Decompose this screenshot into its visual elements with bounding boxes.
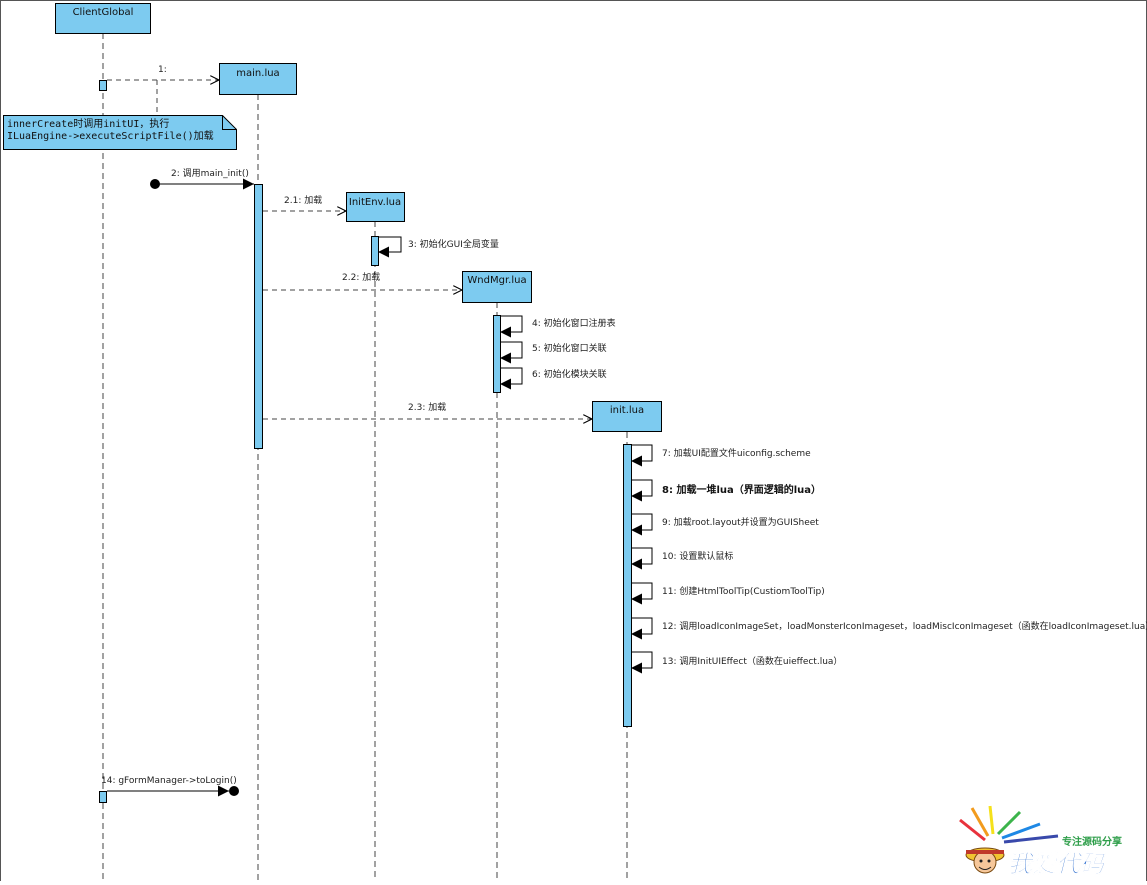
message-2[interactable]: 2: 调用main_init(): [150, 168, 254, 190]
message-label: 2.3: 加载: [408, 401, 446, 413]
message-2-2[interactable]: 2.2: 加载: [263, 271, 462, 290]
activation-client-1: [99, 80, 107, 91]
message-label: 2.1: 加载: [284, 194, 322, 206]
self-message-arrow: [631, 651, 653, 674]
watermark-slogan: 专注源码分享: [1062, 835, 1122, 848]
watermark-brand: 我爱代码: [1008, 850, 1106, 878]
message-label: 7: 加载UI配置文件uiconfig.scheme: [662, 447, 811, 459]
message-label: 5: 初始化窗口关联: [532, 342, 607, 354]
self-message-arrow: [378, 236, 402, 258]
note-box[interactable]: innerCreate时调用initUI，执行 ILuaEngine->exec…: [3, 115, 237, 150]
message-1[interactable]: 1:: [107, 65, 219, 80]
message-9[interactable]: 9: 加载root.layout并设置为GUISheet: [631, 513, 819, 536]
message-label: 9: 加载root.layout并设置为GUISheet: [662, 516, 819, 528]
self-message-arrow: [631, 444, 653, 467]
message-11[interactable]: 11: 创建HtmlToolTip(CustiomToolTip): [631, 582, 825, 605]
message-label: 2.2: 加载: [342, 271, 380, 283]
message-label: 8: 加载一堆lua（界面逻辑的lua）: [662, 483, 821, 496]
message-label: 1:: [158, 65, 167, 75]
message-2-3[interactable]: 2.3: 加载: [263, 401, 592, 419]
activation-initenv: [371, 236, 379, 266]
lifeline-header-initenv[interactable]: InitEnv.lua: [346, 192, 405, 222]
message-7[interactable]: 7: 加载UI配置文件uiconfig.scheme: [631, 444, 811, 467]
message-12[interactable]: 12: 调用loadIconImageSet，loadMonsterIconIm…: [631, 617, 1147, 640]
self-message-arrow: [500, 367, 523, 390]
message-label: 3: 初始化GUI全局变量: [408, 238, 499, 250]
activation-client-2: [99, 791, 107, 803]
lifeline-label: InitEnv.lua: [349, 197, 401, 208]
lost-message-end-dot: [229, 786, 239, 796]
message-3[interactable]: 3: 初始化GUI全局变量: [378, 236, 499, 258]
message-8[interactable]: 8: 加载一堆lua（界面逻辑的lua）: [631, 479, 821, 502]
message-label: 2: 调用main_init(): [171, 168, 249, 179]
message-label: 13: 调用InitUIEffect（函数在uieffect.lua）: [662, 655, 842, 667]
lifeline-header-client[interactable]: ClientGlobal: [55, 3, 151, 34]
activation-init: [623, 444, 632, 727]
self-message-arrow: [631, 617, 653, 640]
message-14[interactable]: 14: gFormManager->toLogin(): [101, 776, 239, 797]
self-message-arrow: [631, 479, 653, 502]
message-10[interactable]: 10: 设置默认鼠标: [631, 547, 733, 570]
lifeline-header-init[interactable]: init.lua: [592, 401, 662, 432]
self-message-arrow: [631, 547, 653, 570]
lifeline-label: init.lua: [610, 405, 644, 416]
self-message-arrow: [500, 341, 523, 364]
watermark-logo: 专注源码分享 我爱代码: [959, 805, 1122, 878]
message-5[interactable]: 5: 初始化窗口关联: [500, 341, 607, 364]
message-label: 10: 设置默认鼠标: [662, 550, 733, 562]
message-4[interactable]: 4: 初始化窗口注册表: [500, 315, 616, 338]
message-6[interactable]: 6: 初始化模块关联: [500, 367, 607, 390]
activation-main: [254, 184, 263, 449]
message-label: 6: 初始化模块关联: [532, 368, 607, 380]
lifeline-label: main.lua: [236, 68, 279, 79]
note-line-2: ILuaEngine->executeScriptFile()加载: [7, 130, 214, 142]
message-label: 4: 初始化窗口注册表: [532, 317, 616, 329]
cartoon-character-icon: [965, 847, 1005, 874]
message-2-1[interactable]: 2.1: 加载: [263, 194, 346, 211]
self-message-arrow: [631, 513, 653, 536]
lifeline-header-main[interactable]: main.lua: [219, 63, 297, 95]
message-label: 11: 创建HtmlToolTip(CustiomToolTip): [662, 585, 825, 597]
lifeline-header-wndmgr[interactable]: WndMgr.lua: [462, 271, 532, 303]
rainbow-burst-icon: [959, 805, 1059, 844]
note-line-1: innerCreate时调用initUI，执行: [7, 117, 169, 130]
message-label: 14: gFormManager->toLogin(): [101, 776, 237, 786]
lifeline-label: ClientGlobal: [73, 7, 134, 18]
message-13[interactable]: 13: 调用InitUIEffect（函数在uieffect.lua）: [631, 651, 842, 674]
activation-wndmgr: [493, 315, 501, 393]
message-label: 12: 调用loadIconImageSet，loadMonsterIconIm…: [662, 620, 1147, 632]
lifeline-label: WndMgr.lua: [467, 275, 526, 286]
self-message-arrow: [500, 315, 523, 338]
self-message-arrow: [631, 582, 653, 605]
